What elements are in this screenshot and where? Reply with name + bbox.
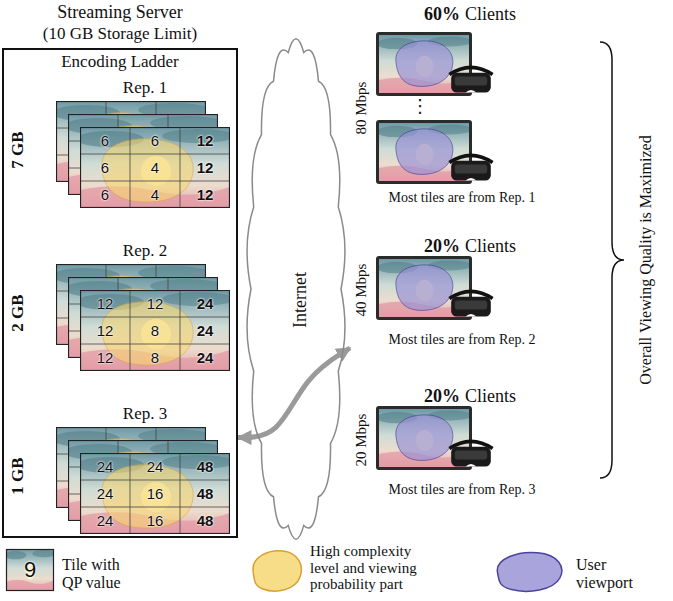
qp-value: 12	[80, 344, 130, 371]
client-share: 20%	[424, 386, 460, 407]
qp-value: 8	[130, 344, 180, 371]
server-box: Rep. 17 GB661264126412Rep. 22 GB12122412…	[2, 48, 238, 538]
bandwidth-label: 80 Mbps	[353, 82, 370, 135]
video-frame	[76, 290, 234, 371]
qp-value: 4	[130, 181, 180, 208]
vr-headset	[449, 155, 492, 180]
qp-value: 48	[180, 480, 230, 507]
tile-stack	[52, 427, 234, 534]
qp-value: 24	[80, 507, 130, 534]
curly-bracket	[600, 42, 624, 478]
rep-size: 1 GB	[8, 457, 28, 494]
vr-headset	[449, 67, 492, 92]
tile-source-note: Most tiles are from Rep. 3	[389, 482, 536, 498]
qp-value: 6	[80, 127, 130, 154]
qp-value: 12	[80, 290, 130, 317]
network-label: Internet	[290, 272, 311, 328]
client-label: Clients	[465, 236, 516, 257]
rep-label: Rep. 1	[123, 78, 167, 98]
qp-value: 12	[130, 290, 180, 317]
tile-stack	[52, 264, 234, 371]
tile-border	[7, 550, 54, 591]
swatch-shape	[253, 551, 301, 591]
qp-value: 4	[130, 154, 180, 181]
qp-value: 12	[180, 154, 230, 181]
qp-value: 16	[130, 480, 180, 507]
tile-image	[5, 549, 56, 591]
vr-headset	[449, 291, 492, 316]
qp-value: 12	[80, 317, 130, 344]
qp-value: 24	[180, 290, 230, 317]
legend-text: User viewport	[576, 556, 660, 591]
qp-value: 24	[130, 453, 180, 480]
video-frame	[76, 127, 234, 208]
continuation-dots: ⋮	[411, 96, 429, 117]
qp-value: 12	[180, 127, 230, 154]
swatch-shape	[497, 553, 562, 592]
qp-value: 24	[80, 453, 130, 480]
client-label: Clients	[465, 386, 516, 407]
tile-icon	[5, 549, 56, 591]
tile-stack	[52, 101, 234, 208]
client-share: 20%	[424, 236, 460, 257]
qp-value: 6	[130, 127, 180, 154]
client-group: 60%Clients 80 MbpsMost tiles are from Rep…	[350, 2, 600, 214]
representation: Rep. 17 GB661264126412	[6, 76, 234, 212]
legend-text: Tile with QP value	[62, 556, 140, 591]
server-title: Streaming Server	[57, 2, 182, 23]
legend-swatch	[246, 546, 306, 596]
tile-source-note: Most tiles are from Rep. 2	[389, 332, 536, 348]
qp-value: 16	[130, 507, 180, 534]
qp-value: 6	[80, 181, 130, 208]
bandwidth-label: 20 Mbps	[353, 414, 370, 467]
client-label: Clients	[465, 4, 516, 25]
legend-text: High complexity level and viewing probab…	[310, 543, 442, 593]
legend-swatch	[488, 548, 568, 596]
rep-label: Rep. 3	[123, 404, 167, 424]
qp-value: 24	[180, 317, 230, 344]
bracket-label: Overall Viewing Quality is Maximized	[637, 135, 655, 384]
rep-size: 2 GB	[8, 294, 28, 331]
tile-source-note: Most tiles are from Rep. 1	[389, 190, 536, 206]
cloud-shape	[247, 39, 345, 539]
qp-value: 8	[130, 317, 180, 344]
qp-value: 24	[180, 344, 230, 371]
storage-limit: (10 GB Storage Limit)	[43, 24, 197, 44]
internet-cloud: Internet	[242, 40, 350, 538]
qp-value: 6	[80, 154, 130, 181]
client-group: 20%Clients 40 MbpsMost tiles are from Rep…	[350, 234, 600, 354]
qp-value: 24	[80, 480, 130, 507]
qp-value: 12	[180, 181, 230, 208]
client-group: 20%Clients 20 MbpsMost tiles are from Rep…	[350, 384, 600, 502]
rep-label: Rep. 2	[123, 241, 167, 261]
bandwidth-label: 40 Mbps	[353, 264, 370, 317]
vr-headset	[449, 441, 492, 466]
representation: Rep. 22 GB1212241282412824	[6, 239, 234, 375]
qp-value: 9	[6, 549, 54, 591]
video-frame	[76, 453, 234, 534]
ladder-heading: Encoding Ladder	[61, 52, 179, 72]
representation: Rep. 31 GB242448241648241648	[6, 402, 234, 536]
client-share: 60%	[424, 4, 460, 25]
qp-value: 48	[180, 453, 230, 480]
rep-size: 7 GB	[8, 131, 28, 168]
qp-value: 48	[180, 507, 230, 534]
